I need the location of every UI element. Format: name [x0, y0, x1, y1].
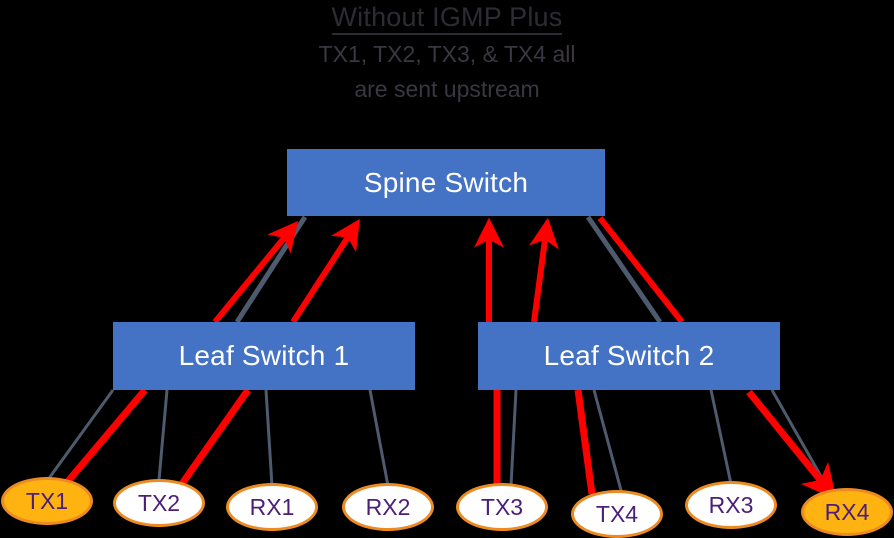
- endpoint-tx4-label: TX4: [595, 500, 639, 527]
- endpoint-tx1-label: TX1: [25, 487, 69, 514]
- endpoint-rx4[interactable]: RX4: [801, 488, 893, 536]
- idle-link-leaf1-tx2: [157, 389, 169, 481]
- endpoint-tx1[interactable]: TX1: [1, 477, 93, 525]
- leaf-switch-2-node[interactable]: Leaf Switch 2: [478, 322, 780, 390]
- flow-tx2-upstream: [290, 218, 360, 324]
- flow-tx1-upstream: [212, 220, 299, 324]
- endpoint-tx3-label: TX3: [480, 493, 524, 520]
- endpoint-rx3-label: RX3: [708, 491, 754, 518]
- idle-links-leaf2-nodes: [509, 389, 833, 495]
- leaf-switch-2-label: Leaf Switch 2: [543, 340, 715, 371]
- idle-link-leaf1-rx1: [264, 389, 274, 487]
- endpoint-rx2-label: RX2: [365, 493, 411, 520]
- flow-downstream-to-rx4: [746, 389, 837, 501]
- idle-links-leaf1-spine: [234, 215, 308, 324]
- flow-tx4-to-leaf2: [574, 389, 596, 495]
- idle-links-leaf2-spine: [585, 215, 663, 324]
- spine-switch-node[interactable]: Spine Switch: [287, 149, 605, 216]
- leaf-switch-1-node[interactable]: Leaf Switch 1: [113, 322, 415, 390]
- flow-link-spine-leaf2-down: [597, 216, 685, 324]
- flow-links-leaf2-nodes: [493, 389, 596, 495]
- endpoint-rx1-label: RX1: [249, 493, 295, 520]
- flow-link-leaf2-rx4: [746, 389, 837, 501]
- endpoint-rx1[interactable]: RX1: [226, 483, 318, 531]
- flow-tx4-upstream: [529, 217, 559, 323]
- spine-switch-label: Spine Switch: [363, 166, 529, 198]
- endpoint-rx2[interactable]: RX2: [342, 483, 434, 531]
- idle-link-leaf2-tx3: [509, 389, 518, 487]
- leaf-switch-1-label: Leaf Switch 1: [178, 340, 350, 371]
- endpoint-tx3[interactable]: TX3: [456, 483, 548, 531]
- endpoint-rx3[interactable]: RX3: [685, 481, 777, 529]
- idle-link-leaf1-tx1: [45, 389, 115, 482]
- endpoint-tx2-label: TX2: [137, 489, 181, 516]
- flow-spine-to-leaf2: [597, 216, 685, 324]
- idle-link-leaf1-rx2: [368, 389, 390, 487]
- flow-links-leaf1-nodes: [61, 387, 251, 491]
- flow-links-leaf1-spine: [212, 218, 360, 324]
- flow-links-leaf2-spine: [474, 217, 559, 323]
- flow-tx2-to-leaf1: [176, 387, 251, 491]
- endpoint-tx2[interactable]: TX2: [113, 479, 205, 527]
- idle-link-leaf1-spine-a: [234, 215, 308, 324]
- idle-link-leaf2-spine-a: [585, 215, 663, 324]
- endpoint-rx4-label: RX4: [824, 498, 870, 525]
- idle-link-leaf2-rx3: [709, 389, 733, 485]
- idle-link-leaf2-tx4: [592, 389, 624, 495]
- flow-tx1-to-leaf1: [61, 387, 148, 489]
- idle-links-leaf1-nodes: [45, 389, 390, 487]
- endpoint-tx4[interactable]: TX4: [571, 490, 663, 538]
